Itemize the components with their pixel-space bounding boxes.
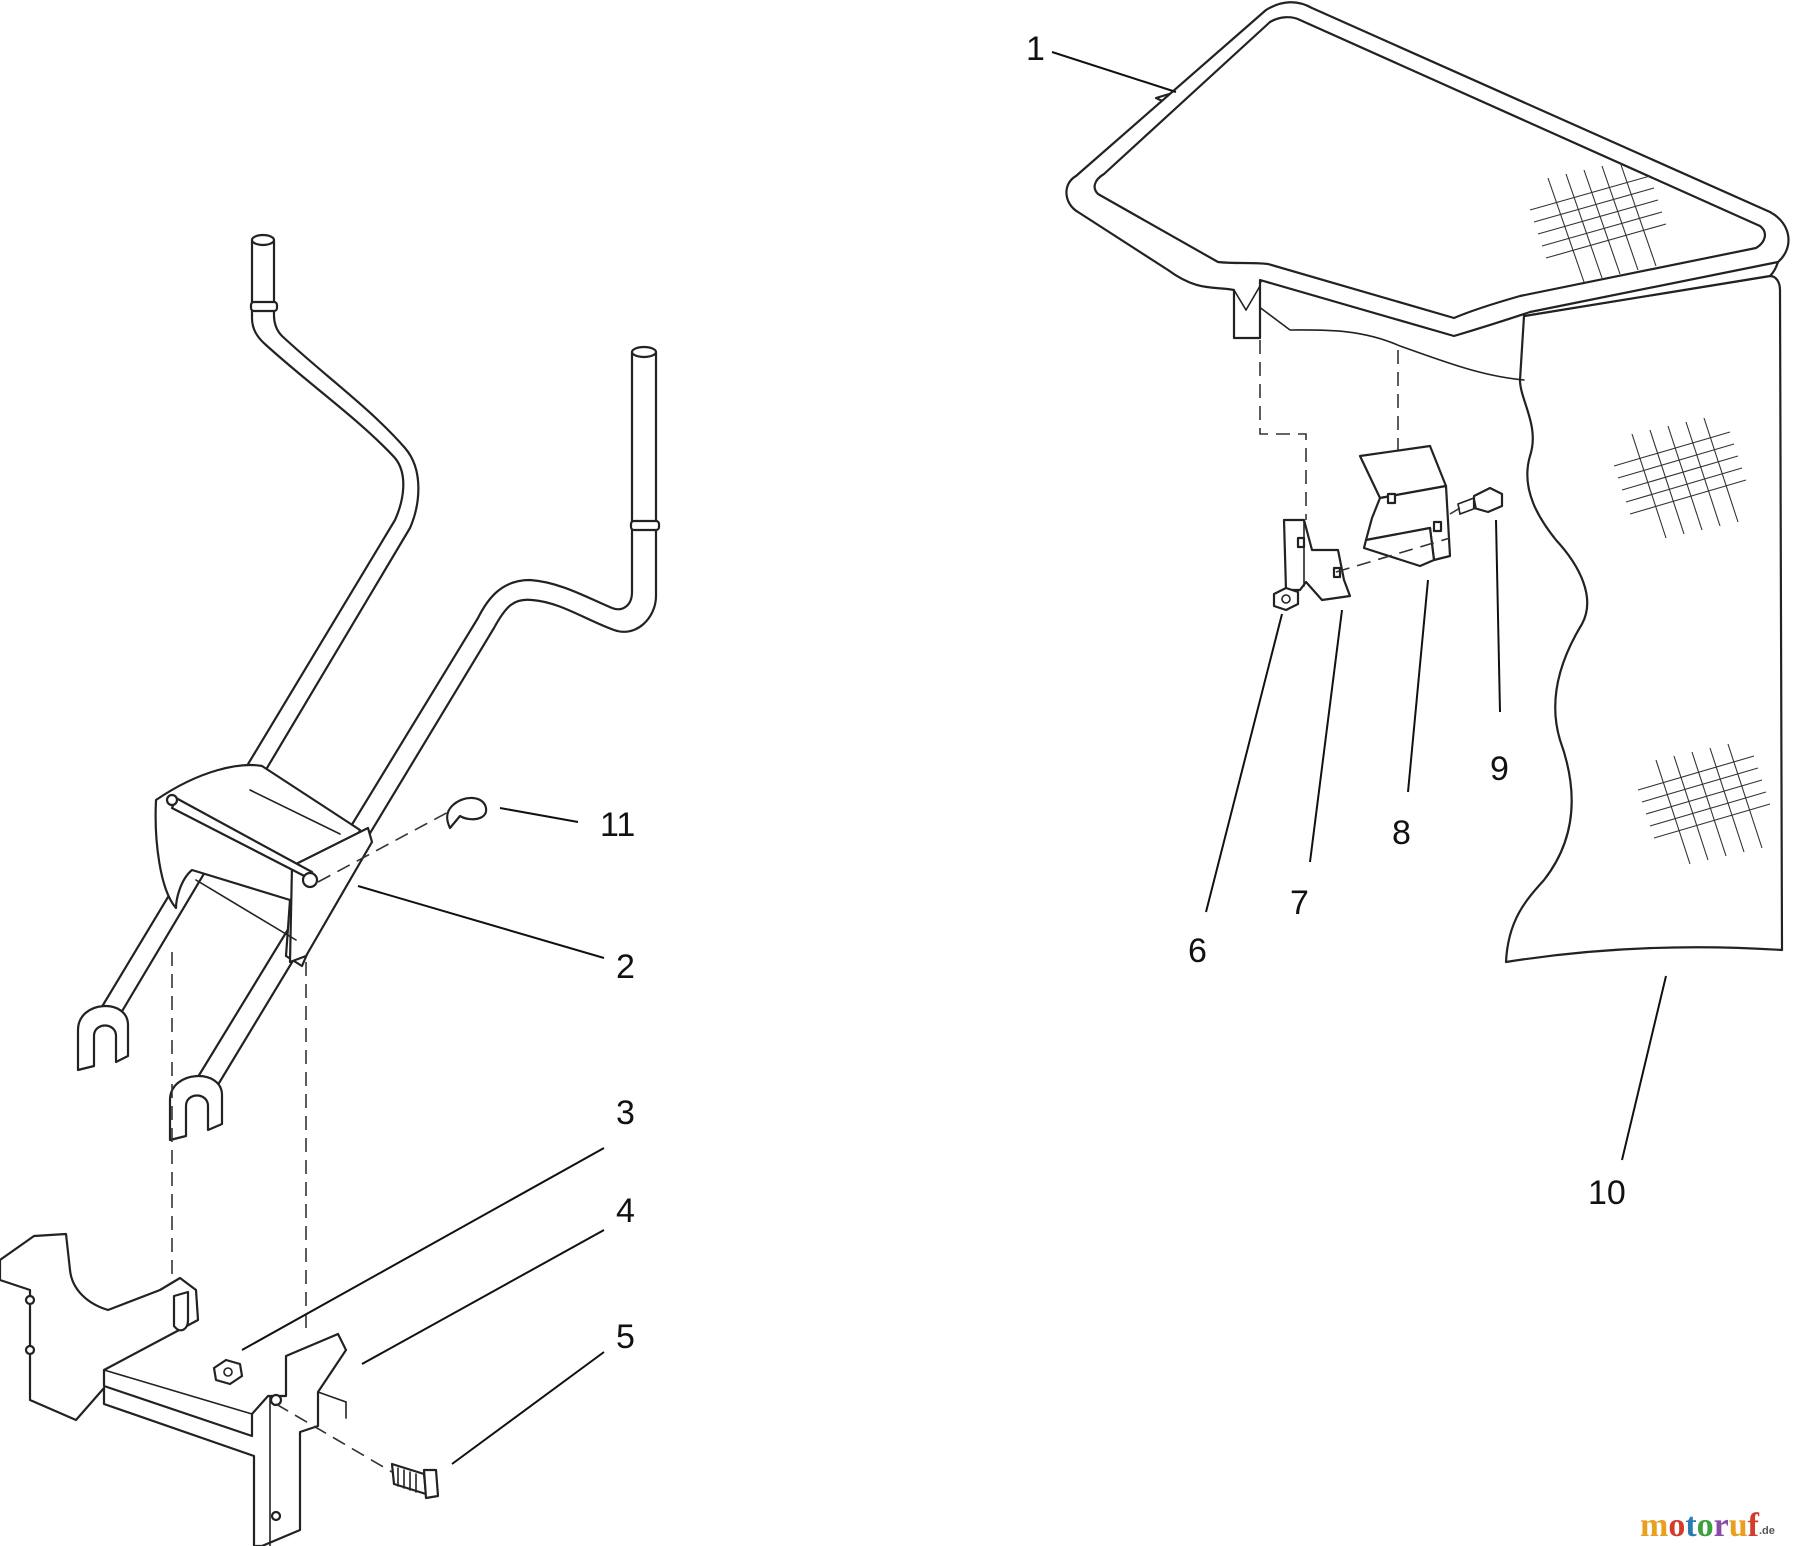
callouts: 1 2 3 4 5 6 7 8 9 10 11 <box>600 30 1626 1356</box>
callout-8: 8 <box>1392 814 1411 852</box>
mesh-patch-2-icon <box>1613 417 1747 539</box>
callout-4: 4 <box>616 1192 635 1230</box>
callout-9: 9 <box>1490 750 1509 788</box>
callout-7: 7 <box>1290 884 1309 922</box>
leader-lines <box>241 51 1667 1465</box>
callout-5: 5 <box>616 1318 635 1356</box>
handle-assembly <box>0 233 661 1546</box>
mesh-patch-1-icon <box>1529 161 1667 283</box>
watermark-text: motoruf.de <box>1640 1507 1775 1544</box>
callout-6: 6 <box>1188 932 1207 970</box>
grass-bag-assembly <box>1065 1 1790 964</box>
callout-10: 10 <box>1588 1174 1626 1212</box>
callout-3: 3 <box>616 1094 635 1132</box>
callout-2: 2 <box>616 948 635 986</box>
watermark-logo: motoruf.de <box>1640 1507 1775 1544</box>
mesh-patch-3-icon <box>1637 743 1771 865</box>
callout-11: 11 <box>600 806 635 844</box>
callout-1: 1 <box>1026 30 1045 68</box>
